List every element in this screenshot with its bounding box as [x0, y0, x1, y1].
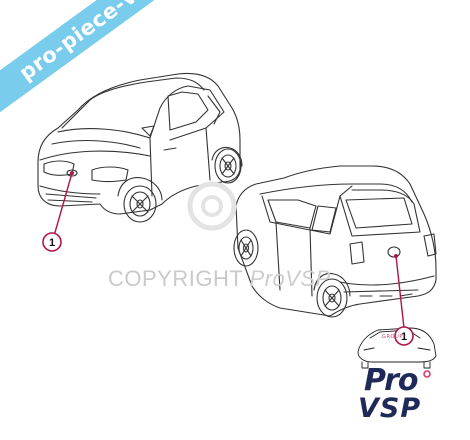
callout-front: 1: [42, 171, 74, 252]
logo-vsp-text: VSP: [358, 393, 422, 424]
callout-label-rear: 1: [401, 331, 407, 343]
callout-label-front: 1: [49, 237, 55, 249]
front-car-drawing: [37, 72, 243, 223]
copyright-watermark: COPYRIGHT ProVSP: [108, 266, 331, 292]
watermark-circle-inner: [201, 195, 223, 217]
logo-dot-icon: [423, 370, 431, 378]
logo-pro-text: Pro: [364, 363, 418, 398]
copyright-brand: ProVSP: [249, 266, 331, 291]
watermark-circle-icon: [187, 181, 237, 231]
logo-group-text: GROUP: [382, 334, 403, 340]
provsp-logo: GROUP Pro VSP: [350, 325, 442, 425]
copyright-prefix: COPYRIGHT: [108, 266, 250, 291]
rear-car-drawing: [233, 165, 437, 318]
callout-rear: 1: [394, 254, 414, 346]
logo-car-icon: [357, 327, 437, 369]
